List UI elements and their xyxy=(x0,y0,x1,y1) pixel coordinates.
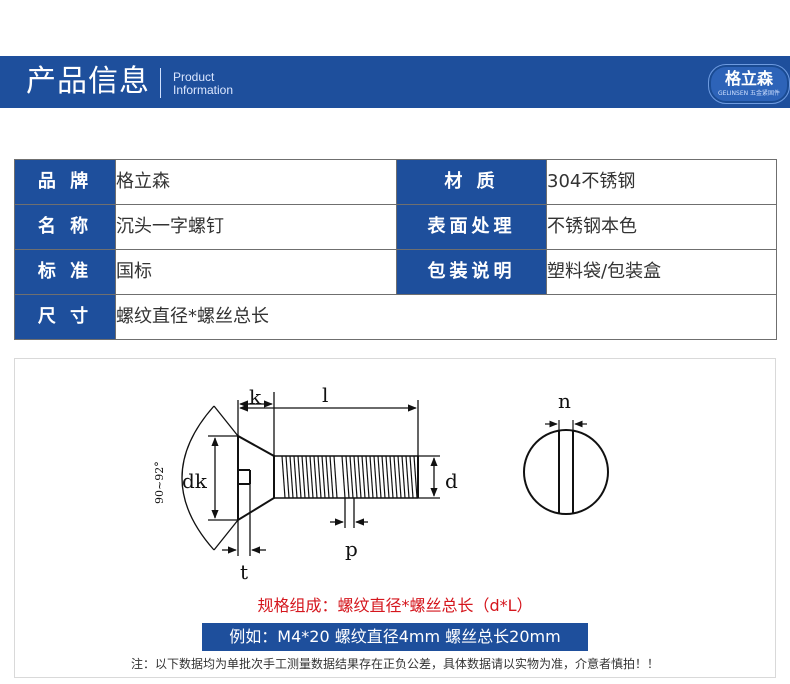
banner-title: 产品信息 xyxy=(26,64,150,99)
table-row: 尺 寸 螺纹直径*螺丝总长 xyxy=(14,294,777,340)
brand-logo: 格立森 GELINSEN 五金紧固件 xyxy=(708,64,790,104)
spec-label: 表面处理 xyxy=(396,204,547,250)
example-banner: 例如：M4*20 螺纹直径4mm 螺丝总长20mm xyxy=(202,623,588,651)
banner-subtitle-line2: Information xyxy=(173,83,234,97)
banner-subtitle-line1: Product xyxy=(173,70,215,84)
spec-value: 沉头一字螺钉 xyxy=(115,204,397,250)
label-d: d xyxy=(445,469,458,493)
spec-value: 塑料袋/包装盒 xyxy=(546,249,777,295)
label-k: k xyxy=(249,385,262,409)
label-dk: dk xyxy=(182,469,208,493)
spec-format-text: 规格组成：螺纹直径*螺丝总长（d*L） xyxy=(257,596,533,615)
spec-table: 品 牌 格立森 材 质 304不锈钢 名 称 沉头一字螺钉 表面处理 不锈钢本色… xyxy=(14,159,777,340)
spec-value: 螺纹直径*螺丝总长 xyxy=(115,294,777,340)
spec-label: 尺 寸 xyxy=(14,294,116,340)
spec-value: 不锈钢本色 xyxy=(546,204,777,250)
banner-subtitle: Product Information xyxy=(173,71,233,97)
spec-label: 材 质 xyxy=(396,159,547,205)
spec-label: 名 称 xyxy=(14,204,116,250)
logo-sub-text: GELINSEN 五金紧固件 xyxy=(717,90,781,97)
logo-main-text: 格立森 xyxy=(724,69,773,88)
spec-value: 国标 xyxy=(115,249,397,295)
label-t: t xyxy=(240,560,248,584)
banner-divider xyxy=(160,68,161,98)
label-angle: 90~92° xyxy=(153,461,166,504)
screw-top-view xyxy=(523,420,609,515)
table-row: 品 牌 格立森 材 质 304不锈钢 xyxy=(14,159,777,205)
table-row: 名 称 沉头一字螺钉 表面处理 不锈钢本色 xyxy=(14,204,777,250)
screw-side-view xyxy=(181,392,440,556)
label-l: l xyxy=(322,383,328,407)
disclaimer-note: 注：以下数据均为单批次手工测量数据结果存在正负公差，具体数据请以实物为准，介意者… xyxy=(130,657,659,671)
header-banner: 产品信息 Product Information xyxy=(0,56,790,108)
spec-label: 品 牌 xyxy=(14,159,116,205)
diagram-panel xyxy=(14,358,776,678)
spec-value: 格立森 xyxy=(115,159,397,205)
spec-label: 标 准 xyxy=(14,249,116,295)
label-n: n xyxy=(558,389,571,413)
label-p: p xyxy=(345,537,358,561)
thread-pattern xyxy=(281,455,418,499)
